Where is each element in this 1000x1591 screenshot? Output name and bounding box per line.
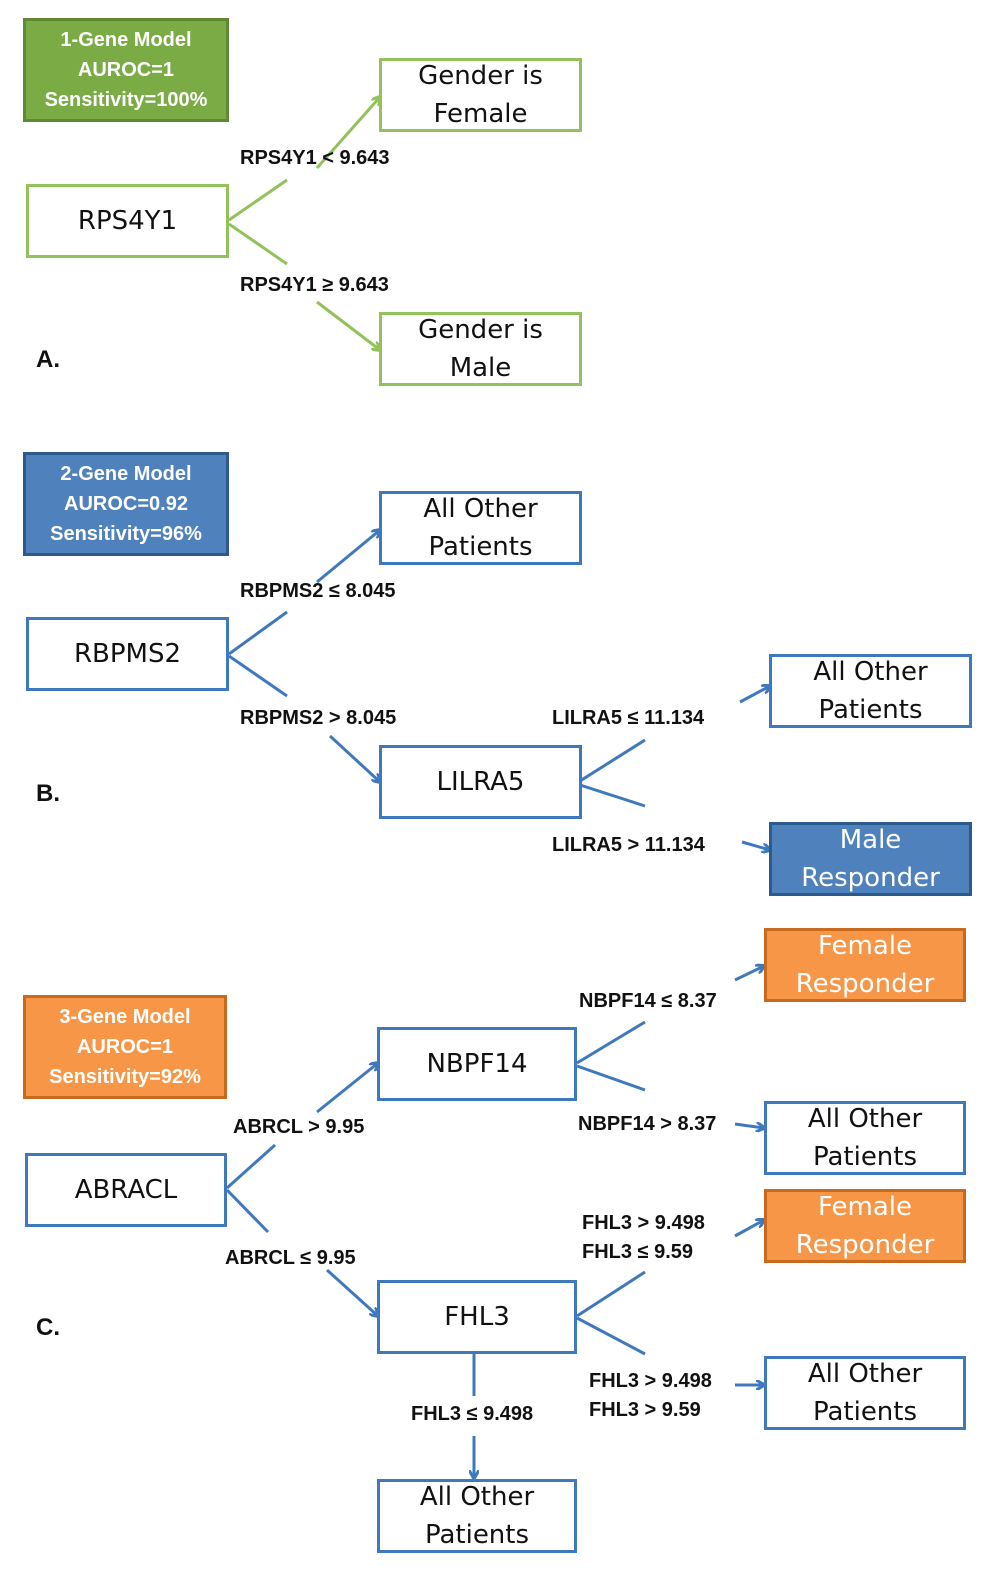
rule-lilra5-high: LILRA5 > 11.134 <box>552 834 705 856</box>
rule-fhl3-other-2: FHL3 > 9.59 <box>589 1399 701 1421</box>
arrow-abracl-nbpf14 <box>225 1143 277 1190</box>
rule-fhl3-other-1: FHL3 > 9.498 <box>589 1370 712 1392</box>
rule-nbpf14-low: NBPF14 ≤ 8.37 <box>579 990 717 1012</box>
model-badge-2-gene: 2-Gene Model AUROC=0.92 Sensitivity=96% <box>23 452 229 556</box>
arrow-rbpms2-lilra5 <box>228 654 288 698</box>
model-sensitivity: Sensitivity=92% <box>49 1066 201 1088</box>
leaf-gender-male: Gender is Male <box>379 312 582 386</box>
arrow-lilra5-other <box>579 738 646 783</box>
rule-lilra5-low: LILRA5 ≤ 11.134 <box>552 707 705 729</box>
arrow-fhl3-responder <box>576 1270 646 1318</box>
rule-abracl-low: ABRCL ≤ 9.95 <box>225 1247 356 1269</box>
leaf-all-other-patients: All Other Patients <box>769 654 972 728</box>
leaf-all-other-patients: All Other Patients <box>377 1479 577 1553</box>
leaf-male-responder: Male Responder <box>769 822 972 896</box>
model-title: 1-Gene Model <box>60 29 192 51</box>
rule-abracl-high: ABRCL > 9.95 <box>233 1116 365 1138</box>
model-badge-1-gene: 1-Gene Model AUROC=1 Sensitivity=100% <box>23 18 229 122</box>
node-abracl: ABRACL <box>25 1153 227 1227</box>
arrow-abracl-fhl3 <box>225 1188 270 1234</box>
leaf-all-other-patients: All Other Patients <box>764 1101 966 1175</box>
arrow-fhl3-other <box>576 1316 646 1356</box>
leaf-all-other-patients: All Other Patients <box>379 491 582 565</box>
rule-rbpms2-high: RBPMS2 > 8.045 <box>240 707 397 729</box>
node-fhl3: FHL3 <box>377 1280 577 1354</box>
model-title: 3-Gene Model <box>59 1006 191 1028</box>
rule-fhl3-bottom: FHL3 ≤ 9.498 <box>411 1403 534 1425</box>
section-label-c: C. <box>36 1314 60 1341</box>
rule-rps4y1-low: RPS4Y1 < 9.643 <box>240 147 390 169</box>
model-badge-3-gene: 3-Gene Model AUROC=1 Sensitivity=92% <box>23 995 227 1099</box>
model-sensitivity: Sensitivity=96% <box>50 523 202 545</box>
model-sensitivity: Sensitivity=100% <box>44 89 208 111</box>
leaf-gender-female: Gender is Female <box>379 58 582 132</box>
node-rps4y1: RPS4Y1 <box>26 184 229 258</box>
arrow-rps4y1-male <box>228 222 288 266</box>
arrow-nbpf14-responder <box>576 1020 646 1065</box>
model-auroc: AUROC=1 <box>77 59 175 81</box>
rule-nbpf14-high: NBPF14 > 8.37 <box>578 1113 717 1135</box>
rule-fhl3-responder-2: FHL3 ≤ 9.59 <box>582 1241 694 1263</box>
arrow-lilra5-responder <box>579 783 646 808</box>
leaf-female-responder: Female Responder <box>764 928 966 1002</box>
leaf-female-responder: Female Responder <box>764 1189 966 1263</box>
model-auroc: AUROC=1 <box>76 1036 174 1058</box>
node-lilra5: LILRA5 <box>379 745 582 819</box>
model-title: 2-Gene Model <box>60 463 192 485</box>
node-nbpf14: NBPF14 <box>377 1027 577 1101</box>
rule-fhl3-responder-1: FHL3 > 9.498 <box>582 1212 705 1234</box>
node-rbpms2: RBPMS2 <box>26 617 229 691</box>
rule-rbpms2-low: RBPMS2 ≤ 8.045 <box>240 580 396 602</box>
arrow-rps4y1-female <box>228 178 288 222</box>
model-auroc: AUROC=0.92 <box>64 493 188 515</box>
section-label-a: A. <box>36 346 60 373</box>
section-label-b: B. <box>36 780 60 807</box>
rule-rps4y1-high: RPS4Y1 ≥ 9.643 <box>240 274 389 296</box>
arrow-rbpms2-other <box>228 610 288 656</box>
leaf-all-other-patients: All Other Patients <box>764 1356 966 1430</box>
arrow-nbpf14-other <box>576 1064 646 1092</box>
